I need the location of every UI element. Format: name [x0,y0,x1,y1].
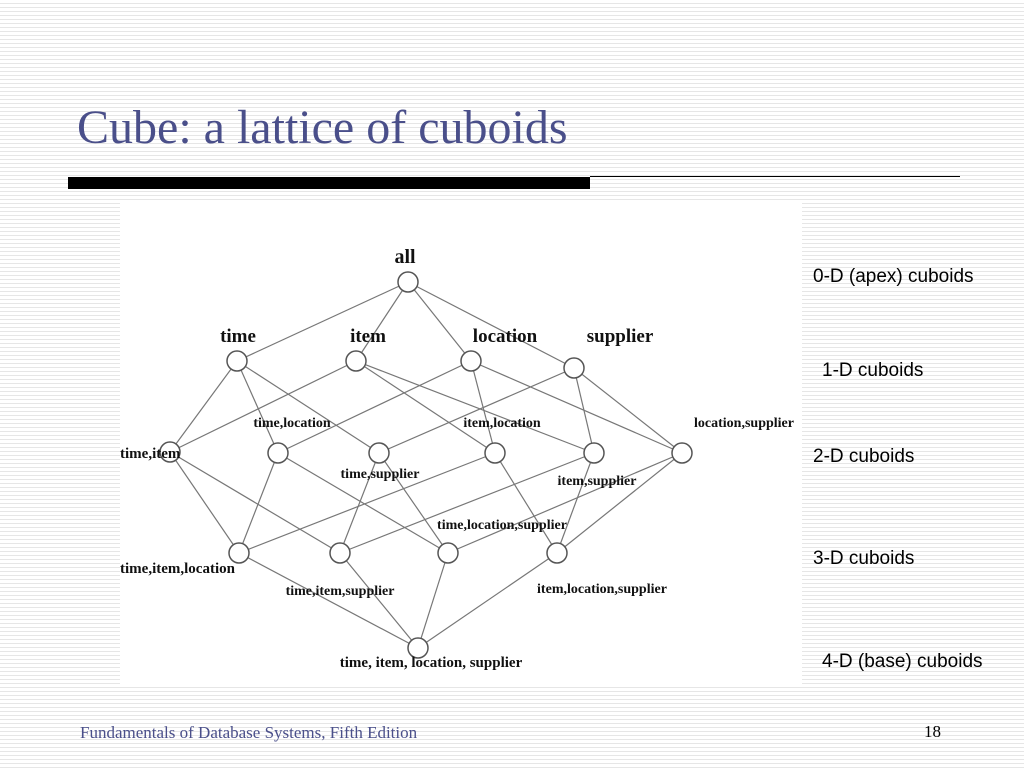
level-label-3d: 3-D cuboids [813,548,915,569]
lattice-labels: all time item location supplier time,item time… [120,246,794,671]
cuboid-label-ts: time,supplier [341,467,420,482]
cuboid-node-tis [329,542,351,564]
lattice-edge-all-s [407,281,575,369]
lattice-edge-tl-tls [277,452,449,554]
title-rule-thick [68,177,590,189]
cuboid-label-i: item [350,326,386,347]
slide-title: Cube: a lattice of cuboids [77,101,568,154]
lattice-edge-i-is [355,360,595,454]
cuboid-node-is [583,442,605,464]
cuboid-label-ls: location,supplier [694,416,794,431]
lattice-edge-ti-til [169,451,240,554]
cuboid-label-tls: time,location,supplier [437,518,567,533]
lattice-edge-s-ts [378,367,575,454]
cuboid-label-tils: time, item, location, supplier [340,655,523,671]
lattice-edge-tls-tils [417,552,449,649]
cuboid-node-ils [546,542,568,564]
lattice-edge-tl-til [238,452,279,554]
lattice-edges [169,281,683,649]
lattice-edge-ts-tls [378,452,449,554]
cuboid-node-ls [671,442,693,464]
lattice-edge-s-is [573,367,595,454]
cuboid-node-ti [159,441,181,463]
lattice-edge-tis-tils [339,552,419,649]
page-number: 18 [924,722,941,741]
cuboid-label-tl: time,location [253,416,331,431]
lattice-edge-all-i [355,281,409,362]
lattice-edge-t-tl [236,360,279,454]
cuboid-label-ti: time,item [120,446,181,462]
lattice-edge-is-tis [339,452,595,554]
lattice-edge-l-ls [470,360,683,454]
lattice-nodes [159,271,693,659]
cuboid-node-ts [368,442,390,464]
level-label-2d: 2-D cuboids [813,446,915,467]
lattice-edge-s-ls [573,367,683,454]
lattice-edge-l-il [470,360,496,454]
lattice-edge-ls-ils [556,452,683,554]
slide-footer: Fundamentals of Database Systems, Fifth … [80,723,418,742]
lattice-edge-all-l [407,281,472,362]
lattice-diagram: all time item location supplier time,item time… [120,246,794,671]
cuboid-label-is: item,supplier [558,474,637,489]
cuboid-label-t: time [220,326,256,347]
cuboid-label-tis: time,item,supplier [286,584,395,599]
lattice-edge-t-ts [236,360,380,454]
lattice-edge-il-til [238,452,496,554]
level-label-0d: 0-D (apex) cuboids [813,266,974,287]
cuboid-node-t [226,350,248,372]
cuboid-node-i [345,350,367,372]
cuboid-label-s: supplier [587,326,654,347]
cuboid-node-l [460,350,482,372]
lattice-edge-ti-tis [169,451,341,554]
cuboid-node-all [397,271,419,293]
lattice-edge-il-ils [494,452,558,554]
cuboid-node-s [563,357,585,379]
lattice-edge-is-ils [556,452,595,554]
cuboid-node-il [484,442,506,464]
cuboid-label-l: location [473,326,538,347]
cuboid-label-ils: item,location,supplier [537,582,667,597]
cuboid-label-all: all [394,246,416,268]
lattice-edge-ls-tls [447,452,683,554]
level-label-1d: 1-D cuboids [822,360,924,381]
lattice-edge-l-tl [277,360,472,454]
lattice-edge-til-tils [238,552,419,649]
lattice-edge-i-il [355,360,496,454]
lattice-edge-t-ti [169,360,238,453]
cuboid-node-tils [407,637,429,659]
cuboid-node-til [228,542,250,564]
lattice-figure: all time item location supplier time,item time… [120,203,802,685]
cuboid-label-til: time,item,location [120,561,236,577]
lattice-edge-ils-tils [417,552,558,649]
cuboid-node-tl [267,442,289,464]
lattice-edge-i-ti [169,360,357,453]
lattice-edge-ts-tis [339,452,380,554]
cuboid-node-tls [437,542,459,564]
level-label-4d: 4-D (base) cuboids [822,651,983,672]
lattice-edge-all-t [236,281,409,362]
cuboid-label-il: item,location [463,416,541,431]
title-rule-thin [590,176,960,177]
